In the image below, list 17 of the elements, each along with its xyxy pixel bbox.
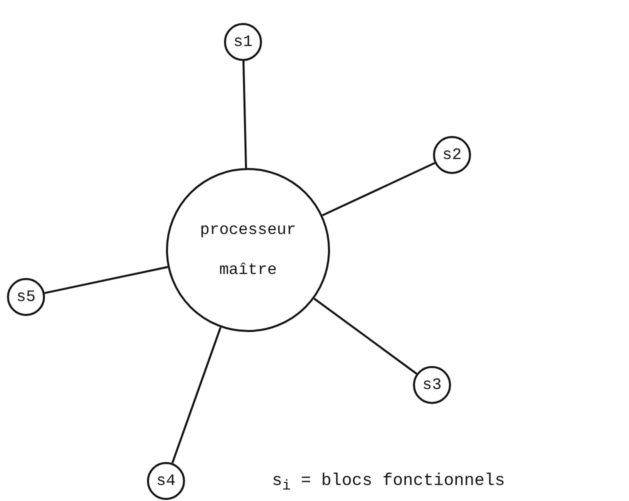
connector-line bbox=[171, 326, 222, 464]
node-label: s5 bbox=[16, 287, 36, 308]
node-label: s3 bbox=[422, 375, 442, 396]
node-label: s2 bbox=[442, 145, 462, 166]
connector-line bbox=[314, 298, 418, 375]
node-label: processeur maître bbox=[198, 220, 297, 281]
legend-note: s$_{i}$ = blocs fonctionnels bbox=[272, 472, 505, 494]
block-circle bbox=[413, 366, 451, 404]
node-label: s1 bbox=[233, 32, 253, 53]
block-circle bbox=[7, 278, 45, 316]
block-circle bbox=[224, 23, 262, 61]
connector-line bbox=[44, 266, 168, 294]
connector-line bbox=[242, 60, 248, 168]
node-label: s4 bbox=[156, 471, 176, 492]
block-circle bbox=[433, 136, 471, 174]
block-circle bbox=[147, 462, 185, 500]
connector-line bbox=[322, 162, 436, 216]
